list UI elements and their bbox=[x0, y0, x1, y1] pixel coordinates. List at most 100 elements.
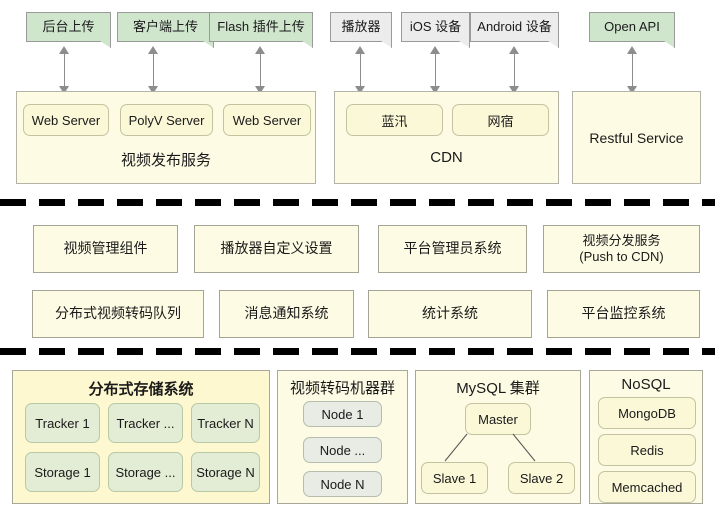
arrow-open-api-to-restful-service bbox=[627, 46, 638, 94]
node-transcode-node-1[interactable]: Node 1 bbox=[303, 401, 382, 427]
node-label: 网宿 bbox=[487, 113, 514, 129]
group-restful-service[interactable]: Restful Service bbox=[572, 91, 701, 184]
node-storage-1[interactable]: Storage 1 bbox=[25, 452, 100, 492]
service-box-label: 平台管理员系统 bbox=[403, 240, 502, 257]
node-transcode-node-n[interactable]: Node N bbox=[303, 471, 382, 497]
entry-note-label: 播放器 bbox=[341, 18, 381, 34]
node-storage-mid[interactable]: Storage ... bbox=[108, 452, 183, 492]
node-mysql-master[interactable]: Master bbox=[465, 403, 531, 435]
node-transcode-node-mid[interactable]: Node ... bbox=[303, 437, 382, 463]
node-web-server-1[interactable]: Web Server bbox=[23, 104, 109, 136]
arrow-flash-upload-to-web-server bbox=[255, 46, 266, 94]
service-box-label: 视频管理组件 bbox=[63, 240, 148, 257]
node-label: 蓝汛 bbox=[381, 113, 408, 129]
arrow-head-up-icon bbox=[627, 46, 637, 54]
arrow-head-down-icon bbox=[509, 86, 519, 94]
entry-note-android-device[interactable]: Android 设备 bbox=[470, 12, 559, 48]
node-tracker-1[interactable]: Tracker 1 bbox=[25, 403, 100, 443]
node-label: Node 1 bbox=[321, 406, 364, 422]
arrow-backend-upload-to-web-server bbox=[59, 46, 70, 94]
note-fold-corner bbox=[661, 39, 675, 48]
entry-note-label: Android 设备 bbox=[477, 18, 552, 34]
node-label: Master bbox=[478, 411, 518, 427]
arrow-head-up-icon bbox=[255, 46, 265, 54]
node-web-server-2[interactable]: Web Server bbox=[223, 104, 311, 136]
entry-note-player[interactable]: 播放器 bbox=[330, 12, 392, 48]
group-video-publish-service[interactable]: Web Server PolyV Server Web Server 视频发布服… bbox=[16, 91, 316, 184]
service-box-video-distribution-service[interactable]: 视频分发服务 (Push to CDN) bbox=[543, 225, 700, 273]
group-title-nosql: NoSQL bbox=[621, 376, 671, 393]
arrow-head-down-icon bbox=[430, 86, 440, 94]
service-box-label: 平台监控系统 bbox=[581, 305, 666, 322]
entry-note-backend-upload[interactable]: 后台上传 bbox=[26, 12, 111, 48]
node-label: Slave 2 bbox=[519, 470, 564, 486]
service-box-distributed-transcode-queue[interactable]: 分布式视频转码队列 bbox=[32, 290, 204, 338]
node-label: Storage ... bbox=[115, 464, 176, 480]
note-fold-corner bbox=[378, 39, 392, 48]
arrow-ios-device-to-cdn bbox=[430, 46, 441, 94]
group-title-mysql-cluster: MySQL 集群 bbox=[456, 380, 540, 397]
service-box-video-management-component[interactable]: 视频管理组件 bbox=[33, 225, 178, 273]
entry-note-flash-plugin-upload[interactable]: Flash 插件上传 bbox=[209, 12, 313, 48]
entry-note-ios-device[interactable]: iOS 设备 bbox=[401, 12, 470, 48]
node-polyv-server[interactable]: PolyV Server bbox=[120, 104, 213, 136]
node-wangsu[interactable]: 网宿 bbox=[452, 104, 549, 136]
arrow-head-up-icon bbox=[59, 46, 69, 54]
arrow-shaft bbox=[514, 52, 515, 88]
service-box-label: 消息通知系统 bbox=[244, 305, 329, 322]
arrow-shaft bbox=[64, 52, 65, 88]
node-tracker-n[interactable]: Tracker N bbox=[191, 403, 260, 443]
service-box-platform-admin-system[interactable]: 平台管理员系统 bbox=[378, 225, 527, 273]
entry-note-label: Flash 插件上传 bbox=[217, 18, 305, 34]
divider-bottom bbox=[0, 348, 715, 355]
node-redis[interactable]: Redis bbox=[598, 434, 696, 466]
service-box-label: 播放器自定义设置 bbox=[220, 240, 333, 257]
service-box-message-notification-system[interactable]: 消息通知系统 bbox=[219, 290, 354, 338]
arrow-shaft bbox=[153, 52, 154, 88]
arrow-shaft bbox=[260, 52, 261, 88]
node-label: Web Server bbox=[31, 112, 101, 128]
arrow-head-down-icon bbox=[627, 86, 637, 94]
arrow-shaft bbox=[360, 52, 361, 88]
node-label: Node N bbox=[320, 476, 365, 492]
entry-note-open-api[interactable]: Open API bbox=[589, 12, 675, 48]
group-video-transcode-machines[interactable]: 视频转码机器群 Node 1 Node ... Node N bbox=[277, 370, 408, 504]
service-box-label: 分布式视频转码队列 bbox=[55, 305, 181, 322]
node-tracker-mid[interactable]: Tracker ... bbox=[108, 403, 183, 443]
node-label: PolyV Server bbox=[128, 112, 205, 128]
node-label: Tracker N bbox=[197, 415, 254, 431]
node-storage-n[interactable]: Storage N bbox=[191, 452, 260, 492]
arrow-head-up-icon bbox=[509, 46, 519, 54]
group-cdn[interactable]: 蓝汛 网宿 CDN bbox=[334, 91, 559, 184]
arrow-shaft bbox=[435, 52, 436, 88]
node-label: Tracker 1 bbox=[35, 415, 90, 431]
service-box-statistics-system[interactable]: 统计系统 bbox=[368, 290, 532, 338]
arrow-head-down-icon bbox=[355, 86, 365, 94]
group-label-video-publish-service: 视频发布服务 bbox=[120, 152, 211, 169]
service-box-label: 视频分发服务 (Push to CDN) bbox=[579, 232, 664, 264]
node-label: Memcached bbox=[611, 479, 683, 495]
node-lanxun[interactable]: 蓝汛 bbox=[346, 104, 443, 136]
node-mysql-slave-2[interactable]: Slave 2 bbox=[508, 462, 575, 494]
node-label: Tracker ... bbox=[116, 415, 175, 431]
node-label: Storage 1 bbox=[34, 464, 91, 480]
node-label: Slave 1 bbox=[432, 470, 477, 486]
service-box-platform-monitoring-system[interactable]: 平台监控系统 bbox=[547, 290, 700, 338]
node-label: Web Server bbox=[232, 112, 302, 128]
node-mysql-slave-1[interactable]: Slave 1 bbox=[421, 462, 488, 494]
note-fold-corner bbox=[456, 39, 470, 48]
group-distributed-storage-system[interactable]: 分布式存储系统 Tracker 1 Tracker ... Tracker N … bbox=[12, 370, 270, 504]
entry-note-client-upload[interactable]: 客户端上传 bbox=[117, 12, 214, 48]
service-box-player-custom-settings[interactable]: 播放器自定义设置 bbox=[194, 225, 359, 273]
node-mongodb[interactable]: MongoDB bbox=[598, 397, 696, 429]
node-memcached[interactable]: Memcached bbox=[598, 471, 696, 503]
entry-note-label: Open API bbox=[604, 18, 660, 34]
group-nosql[interactable]: NoSQL MongoDB Redis Memcached bbox=[589, 370, 703, 504]
arrow-shaft bbox=[632, 52, 633, 88]
service-box-label: 统计系统 bbox=[422, 305, 478, 322]
node-label: Storage N bbox=[196, 464, 255, 480]
group-title-video-transcode-machines: 视频转码机器群 bbox=[289, 380, 395, 397]
group-mysql-cluster[interactable]: MySQL 集群 Master Slave 1 Slave 2 bbox=[415, 370, 581, 504]
arrow-client-upload-to-polyv-server bbox=[148, 46, 159, 94]
